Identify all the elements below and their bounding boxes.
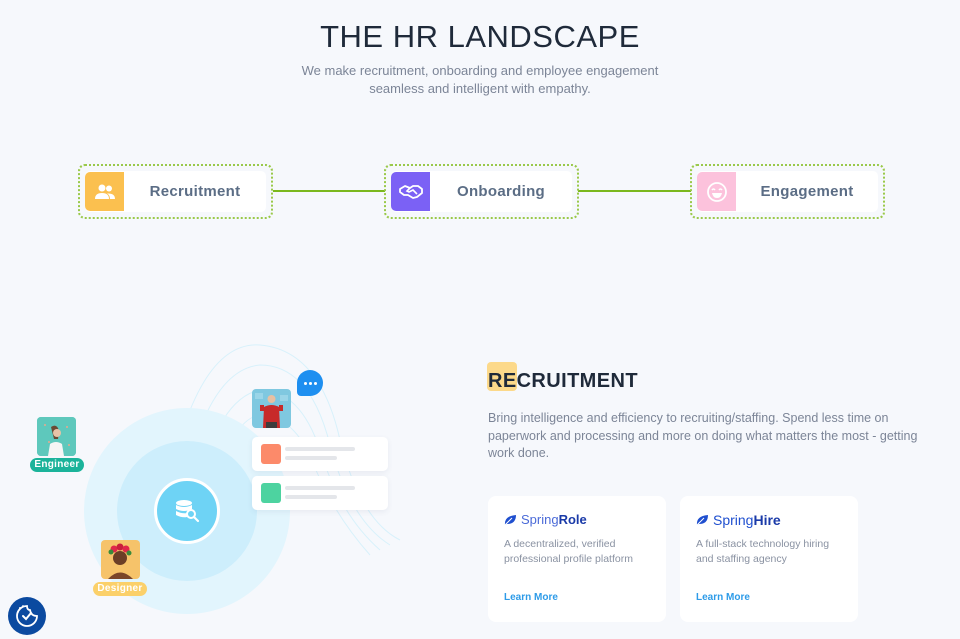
- learn-more-link[interactable]: Learn More: [696, 592, 750, 603]
- product-description: A decentralized, verified professional p…: [504, 538, 633, 565]
- title-highlight: [487, 362, 517, 391]
- page-title: THE HR LANDSCAPE: [320, 19, 640, 54]
- brand-bold: Hire: [753, 512, 781, 528]
- brand-light: Spring: [713, 512, 754, 528]
- product-description: A full-stack technology hiring and staff…: [696, 538, 830, 565]
- leaf-icon: [696, 515, 708, 526]
- leaf-icon: [504, 514, 516, 525]
- stage-onboarding[interactable]: Onboarding: [384, 164, 579, 219]
- stage-label: Onboarding: [457, 183, 545, 200]
- role-tag-designer: Designer: [93, 582, 147, 596]
- users-icon: [85, 172, 124, 211]
- connector-line: [578, 190, 691, 192]
- connector-line: [273, 190, 385, 192]
- stage-label: Recruitment: [149, 183, 241, 200]
- chat-dots-icon: [297, 370, 323, 396]
- privacy-check-button[interactable]: [8, 597, 46, 635]
- designer-avatar: [101, 540, 140, 579]
- database-search-icon: [154, 478, 220, 544]
- stage-engagement[interactable]: Engagement: [690, 164, 885, 219]
- role-tag-engineer: Engineer: [30, 458, 84, 472]
- candidate-avatar: [252, 389, 291, 428]
- engineer-avatar: [37, 417, 76, 456]
- smile-icon: [697, 172, 736, 211]
- brand-light: Spring: [521, 512, 559, 527]
- privacy-check-icon: [16, 605, 38, 627]
- profile-card-placeholder: [252, 476, 388, 510]
- profile-card-placeholder: [252, 437, 388, 471]
- section-description: Bring intelligence and efficiency to rec…: [488, 411, 918, 460]
- learn-more-link[interactable]: Learn More: [504, 592, 558, 603]
- stage-recruitment[interactable]: Recruitment: [78, 164, 273, 219]
- section-title: RECRUITMENT: [488, 370, 638, 392]
- brand-bold: Role: [558, 512, 587, 527]
- page-subtitle: We make recruitment, onboarding and empl…: [301, 63, 659, 96]
- stage-label: Engagement: [760, 183, 854, 200]
- handshake-icon: [391, 172, 430, 211]
